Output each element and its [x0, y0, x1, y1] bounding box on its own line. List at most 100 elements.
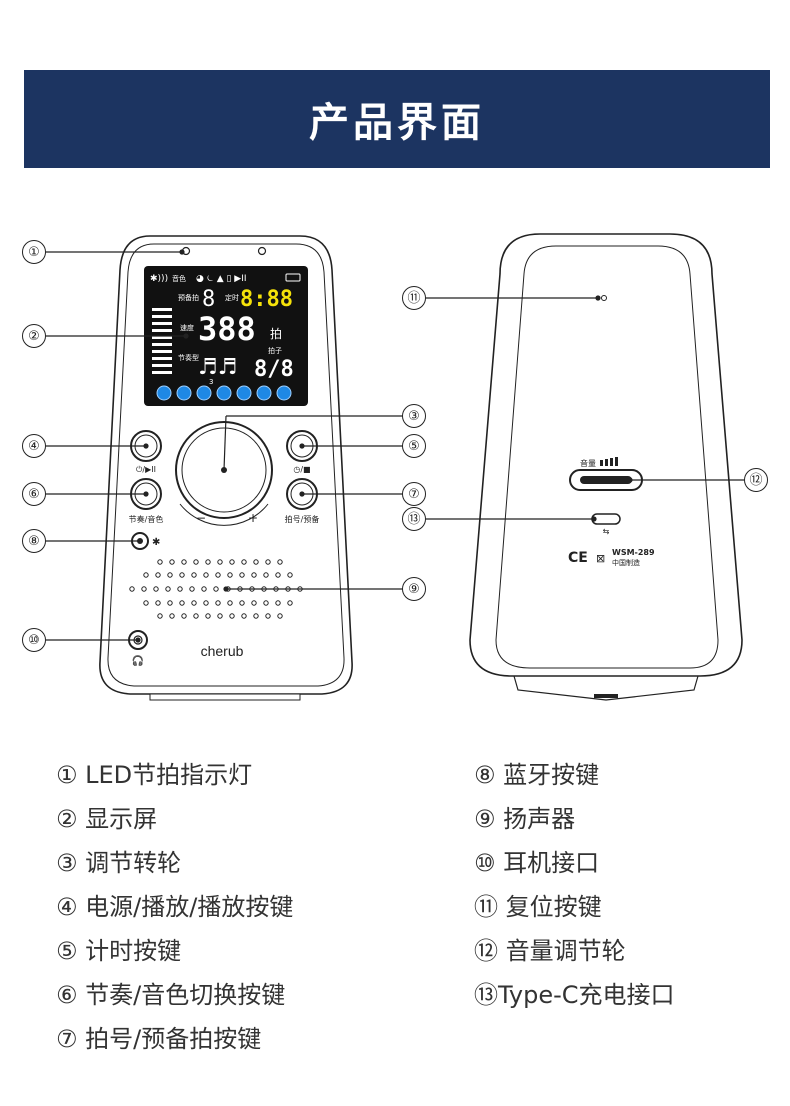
svg-text:✱: ✱ — [152, 537, 160, 548]
callout-12: ⑫ — [744, 468, 768, 492]
svg-text:✱))): ✱))) — [150, 274, 168, 284]
svg-text:定时: 定时 — [225, 293, 239, 302]
legend-item-reset: ⑪ 复位按键 — [474, 893, 602, 921]
speaker-hole — [179, 572, 185, 578]
speaker-hole — [153, 586, 159, 592]
speaker-hole — [263, 572, 269, 578]
speaker-hole — [143, 572, 149, 578]
speaker-hole — [155, 600, 161, 606]
speaker-hole — [205, 613, 211, 619]
legend-item-beat: ⑦ 拍号/预备拍按键 — [56, 1025, 262, 1053]
svg-text:拍: 拍 — [270, 326, 282, 341]
svg-text:中国制造: 中国制造 — [612, 558, 640, 567]
speaker-hole — [239, 572, 245, 578]
speaker-hole — [155, 572, 161, 578]
speaker-hole — [239, 600, 245, 606]
speaker-grille — [129, 559, 303, 619]
callout-9: ⑨ — [402, 577, 426, 601]
svg-text:拍子: 拍子 — [268, 346, 282, 355]
speaker-hole — [229, 559, 235, 565]
speaker-hole — [167, 600, 173, 606]
svg-text:⇆: ⇆ — [603, 527, 610, 536]
reset-button[interactable] — [601, 295, 607, 301]
speaker-hole — [277, 559, 283, 565]
svg-text:预备拍: 预备拍 — [178, 293, 199, 302]
speaker-hole — [217, 613, 223, 619]
speaker-hole — [253, 559, 259, 565]
svg-text:8/8: 8/8 — [254, 357, 294, 382]
svg-text:音量: 音量 — [580, 458, 596, 468]
svg-text:♬♬: ♬♬ — [198, 355, 237, 380]
speaker-hole — [189, 586, 195, 592]
callout-5: ⑤ — [402, 434, 426, 458]
svg-text:⏻/▶II: ⏻/▶II — [136, 465, 156, 474]
legend-item-led: ① LED节拍指示灯 — [56, 761, 253, 789]
legend-item-usbc: ⑬Type-C充电接口 — [474, 981, 675, 1009]
callout-13: ⑬ — [402, 507, 426, 531]
speaker-hole — [169, 613, 175, 619]
speaker-hole — [251, 600, 257, 606]
speaker-hole — [143, 600, 149, 606]
speaker-hole — [193, 613, 199, 619]
led-indicator-right — [257, 246, 267, 256]
svg-text:3: 3 — [209, 378, 213, 386]
speaker-hole — [203, 572, 209, 578]
speaker-hole — [157, 613, 163, 619]
svg-text:+: + — [248, 511, 258, 525]
speaker-hole — [193, 559, 199, 565]
speaker-hole — [227, 572, 233, 578]
speaker-hole — [203, 600, 209, 606]
speaker-hole — [191, 572, 197, 578]
legend-item-bluetooth: ⑧ 蓝牙按键 — [474, 761, 600, 789]
speaker-hole — [217, 559, 223, 565]
legend-item-timer: ⑤ 计时按键 — [56, 937, 182, 965]
speaker-hole — [129, 586, 135, 592]
callout-6: ⑥ — [22, 482, 46, 506]
svg-text:音色: 音色 — [172, 274, 186, 283]
front-view: ✱))) 音色 ◕ ⏾ ▲ ▯ ▶II 预备拍 8 定时 8:88 速度 — [99, 235, 353, 701]
speaker-hole — [287, 572, 293, 578]
legend-item-speaker: ⑨ 扬声器 — [474, 805, 576, 833]
svg-text:◕ ⏾ ▲ ▯ ▶II: ◕ ⏾ ▲ ▯ ▶II — [196, 274, 247, 284]
speaker-hole — [201, 586, 207, 592]
volume-wheel[interactable] — [569, 469, 643, 491]
lcd-display: ✱))) 音色 ◕ ⏾ ▲ ▯ ▶II 预备拍 8 定时 8:88 速度 — [144, 266, 308, 406]
speaker-hole — [253, 613, 259, 619]
speaker-hole — [169, 559, 175, 565]
callout-8: ⑧ — [22, 529, 46, 553]
svg-text:⊠: ⊠ — [596, 552, 605, 565]
callout-7: ⑦ — [402, 482, 426, 506]
callout-10: ⑩ — [22, 628, 46, 652]
callout-1: ① — [22, 240, 46, 264]
speaker-hole — [215, 600, 221, 606]
svg-text:8:88: 8:88 — [240, 287, 293, 312]
svg-text:🎧: 🎧 — [132, 654, 144, 667]
callout-3: ③ — [402, 404, 426, 428]
device-illustration: ✱))) 音色 ◕ ⏾ ▲ ▯ ▶II 预备拍 8 定时 8:88 速度 — [46, 233, 744, 701]
page-title: 产品界面 — [309, 100, 485, 146]
speaker-hole — [241, 613, 247, 619]
legend-item-rhythm: ⑥ 节奏/音色切换按键 — [56, 981, 286, 1009]
speaker-hole — [229, 613, 235, 619]
speaker-hole — [287, 600, 293, 606]
callout-4: ④ — [22, 434, 46, 458]
legend-item-volume: ⑫ 音量调节轮 — [474, 937, 626, 965]
callout-2: ② — [22, 324, 46, 348]
svg-text:8: 8 — [202, 287, 215, 312]
speaker-hole — [275, 572, 281, 578]
legend-item-headphone: ⑩ 耳机接口 — [474, 849, 600, 877]
speaker-hole — [265, 559, 271, 565]
svg-text:cherub: cherub — [201, 643, 244, 659]
speaker-hole — [263, 600, 269, 606]
speaker-hole — [167, 572, 173, 578]
speaker-hole — [181, 559, 187, 565]
speaker-hole — [275, 600, 281, 606]
speaker-hole — [213, 586, 219, 592]
svg-text:WSM-289: WSM-289 — [612, 548, 655, 557]
callout-11: ⑪ — [402, 286, 426, 310]
svg-text:388: 388 — [198, 310, 256, 348]
speaker-hole — [157, 559, 163, 565]
speaker-hole — [251, 572, 257, 578]
speaker-hole — [165, 586, 171, 592]
svg-text:速度: 速度 — [180, 323, 194, 332]
